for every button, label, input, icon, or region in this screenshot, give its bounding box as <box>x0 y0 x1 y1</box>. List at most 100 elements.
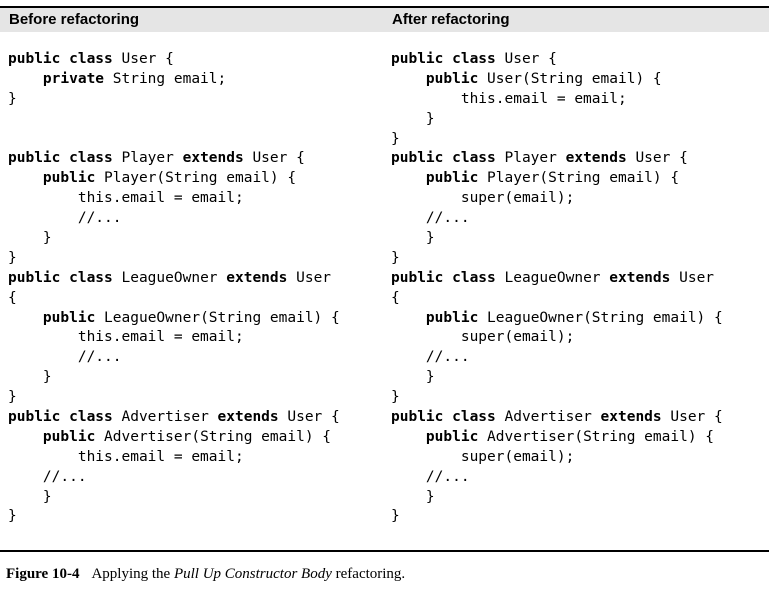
code-text: } <box>8 508 17 525</box>
code-text: this.email = email; <box>8 329 244 346</box>
before-code-line: public class Advertiser extends User { <box>8 408 340 428</box>
after-code-line: public Player(String email) { <box>391 169 723 189</box>
before-code-line: public Player(String email) { <box>8 169 340 189</box>
after-code-line: //... <box>391 209 723 229</box>
code-text: } <box>391 389 400 406</box>
code-text: User { <box>661 409 723 426</box>
code-text: Advertiser <box>112 409 218 426</box>
caption-label: Figure 10-4 <box>6 566 80 582</box>
code-text: } <box>8 249 17 266</box>
code-text: //... <box>391 210 470 227</box>
before-code-line: this.email = email; <box>8 448 340 468</box>
before-code-line: } <box>8 229 340 249</box>
code-keyword: extends <box>182 150 244 167</box>
code-text: //... <box>391 349 470 366</box>
code-text: //... <box>8 349 122 366</box>
before-code-line: } <box>8 90 340 110</box>
code-text <box>391 429 426 445</box>
before-code-line: public LeagueOwner(String email) { <box>8 309 340 329</box>
code-keyword: extends <box>600 409 662 426</box>
code-keyword: extends <box>226 269 288 286</box>
before-code-line <box>8 110 340 130</box>
code-keyword: public class <box>8 150 113 167</box>
code-text: super(email); <box>391 329 575 346</box>
before-code-line: private String email; <box>8 70 340 90</box>
code-text: User { <box>243 150 305 167</box>
code-text: User { <box>495 51 557 67</box>
before-code-line: this.email = email; <box>8 189 340 209</box>
code-text: Player <box>112 150 183 167</box>
after-code-line: this.email = email; <box>391 90 723 110</box>
code-text: String email; <box>104 70 227 87</box>
code-keyword: public class <box>391 269 496 286</box>
code-keyword: public class <box>391 409 496 426</box>
after-code-line: public class Advertiser extends User { <box>391 408 723 428</box>
code-text <box>8 170 43 186</box>
after-code-line: } <box>391 388 723 408</box>
code-keyword: extends <box>609 269 671 286</box>
before-code-block: public class User { private String email… <box>8 50 340 527</box>
code-text: Advertiser(String email) { <box>478 428 715 445</box>
code-keyword: public <box>42 428 96 445</box>
code-text: User <box>670 269 715 286</box>
before-code-line: public class Player extends User { <box>8 149 340 169</box>
code-text: Player(String email) { <box>95 170 297 187</box>
code-keyword: public <box>42 309 96 326</box>
code-text <box>391 71 426 87</box>
before-code-line: public class LeagueOwner extends User <box>8 269 340 289</box>
code-keyword: public <box>425 428 479 445</box>
code-text: } <box>8 389 17 406</box>
code-text: User(String email) { <box>478 70 662 87</box>
bottom-rule <box>0 550 769 552</box>
after-code-line: public LeagueOwner(String email) { <box>391 309 723 329</box>
code-text: } <box>391 508 400 525</box>
code-keyword: extends <box>565 150 627 167</box>
before-code-line: { <box>8 289 340 309</box>
code-text: } <box>391 110 435 127</box>
after-code-line: public class LeagueOwner extends User <box>391 269 723 289</box>
after-code-line: } <box>391 507 723 527</box>
code-keyword: public <box>425 70 479 87</box>
before-code-line: } <box>8 249 340 269</box>
before-code-line <box>8 130 340 150</box>
after-code-line: } <box>391 368 723 388</box>
code-text: LeagueOwner <box>112 269 227 286</box>
after-code-line: super(email); <box>391 189 723 209</box>
after-code-line: public class Player extends User { <box>391 149 723 169</box>
before-heading: Before refactoring <box>9 11 140 28</box>
after-code-line: } <box>391 249 723 269</box>
caption-text-before: Applying the <box>91 566 174 582</box>
after-code-line: //... <box>391 348 723 368</box>
after-code-line: } <box>391 130 723 150</box>
code-text: super(email); <box>391 448 575 465</box>
code-text <box>8 310 43 326</box>
before-code-line: this.email = email; <box>8 328 340 348</box>
top-rule <box>0 6 769 8</box>
code-text <box>8 71 43 87</box>
code-text: } <box>391 130 400 147</box>
code-text: } <box>8 488 52 505</box>
code-text: } <box>391 369 435 386</box>
before-code-line: } <box>8 507 340 527</box>
code-text: Advertiser <box>495 409 601 426</box>
before-code-line: } <box>8 488 340 508</box>
code-text: } <box>391 249 400 266</box>
code-text: Advertiser(String email) { <box>95 428 332 445</box>
before-code-line: public class User { <box>8 50 340 70</box>
after-code-line: } <box>391 229 723 249</box>
code-keyword: public class <box>8 269 113 286</box>
before-code-line: //... <box>8 209 340 229</box>
caption-text-after: refactoring. <box>331 566 406 582</box>
heading-band <box>0 8 769 32</box>
code-text <box>391 310 426 326</box>
code-keyword: public <box>42 170 96 187</box>
code-keyword: public <box>425 170 479 187</box>
after-code-line: public Advertiser(String email) { <box>391 428 723 448</box>
after-code-line: super(email); <box>391 328 723 348</box>
code-text: { <box>8 289 17 306</box>
code-keyword: extends <box>217 409 279 426</box>
code-keyword: public class <box>391 51 496 67</box>
code-keyword: public class <box>391 150 496 167</box>
after-code-line: //... <box>391 468 723 488</box>
code-text: User { <box>112 51 174 67</box>
